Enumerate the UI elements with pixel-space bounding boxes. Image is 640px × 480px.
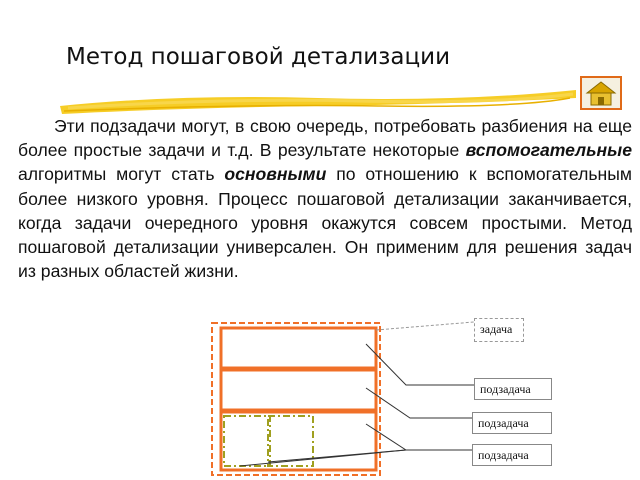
paragraph-text-1: Эти подзадачи могут, в свою очередь, пот… [18, 116, 632, 161]
emphasis-auxiliary: вспомогательные [465, 140, 632, 161]
emphasis-main: основными [224, 164, 327, 185]
connector-task [375, 321, 475, 331]
home-button[interactable] [580, 76, 622, 110]
connector-subtask-2 [365, 387, 472, 419]
subtask-box-2 [219, 368, 378, 412]
home-icon [585, 81, 617, 106]
connector-subtask-3c [239, 449, 407, 467]
connector-subtask-1 [365, 343, 474, 386]
nested-box-left [223, 415, 271, 467]
task-label: задача [474, 318, 524, 342]
subtask-label-1: подзадача [474, 378, 552, 400]
yellow-brush-stroke [60, 90, 576, 114]
subtask-box-3 [219, 410, 378, 472]
paragraph-text-2: алгоритмы могут стать [18, 164, 225, 185]
slide-title: Метод пошаговой детализации [66, 44, 451, 70]
nested-box-right [267, 415, 314, 467]
subtask-label-3: подзадача [472, 444, 552, 466]
subtask-box-1 [219, 326, 378, 370]
connector-subtask-3a [365, 423, 472, 451]
task-outer-box [211, 322, 381, 476]
paragraph-text-3: по отношению к вспомогательным более низ… [18, 164, 632, 282]
subtask-label-2: подзадача [472, 412, 552, 434]
body-paragraph: Эти подзадачи могут, в свою очередь, пот… [18, 114, 632, 283]
